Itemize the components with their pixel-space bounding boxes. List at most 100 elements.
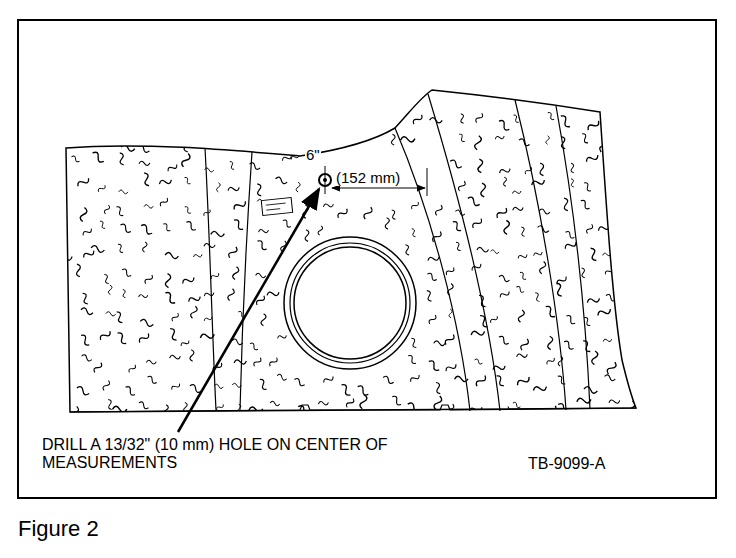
texture-mark	[359, 394, 367, 409]
texture-mark	[249, 342, 259, 351]
texture-mark	[382, 375, 395, 384]
texture-mark	[258, 228, 269, 234]
texture-mark	[434, 204, 443, 216]
texture-mark	[266, 290, 279, 298]
texture-mark	[119, 223, 132, 234]
texture-mark	[403, 244, 411, 256]
texture-mark	[498, 335, 510, 345]
texture-mark	[518, 310, 525, 323]
dimension-line	[332, 168, 427, 196]
texture-mark	[449, 159, 463, 169]
texture-mark	[108, 285, 112, 295]
texture-mark	[146, 375, 157, 384]
texture-mark	[606, 361, 618, 376]
texture-mark	[547, 336, 553, 350]
texture-mark	[390, 209, 398, 220]
texture-mark	[592, 351, 598, 365]
texture-mark	[182, 275, 196, 286]
texture-mark	[137, 144, 151, 154]
texture-mark	[76, 385, 91, 396]
texture-mark	[495, 206, 508, 220]
texture-mark	[162, 223, 172, 232]
texture-mark	[619, 264, 631, 276]
texture-mark	[50, 121, 56, 131]
texture-mark	[181, 153, 191, 168]
texture-mark	[410, 228, 417, 237]
texture-mark	[115, 331, 128, 345]
texture-mark	[128, 364, 137, 374]
texture-mark	[298, 116, 308, 124]
texture-mark	[92, 139, 106, 145]
texture-mark	[478, 314, 490, 328]
texture-mark	[138, 401, 150, 410]
texture-mark	[502, 177, 508, 187]
texture-mark	[625, 293, 637, 299]
texture-mark	[474, 358, 483, 365]
texture-mark	[251, 113, 264, 122]
texture-mark	[204, 291, 215, 298]
texture-mark	[479, 183, 487, 198]
texture-mark	[282, 219, 293, 229]
texture-mark	[586, 119, 600, 133]
texture-mark	[165, 273, 172, 287]
texture-mark	[270, 401, 280, 406]
texture-mark	[569, 178, 575, 187]
texture-mark	[434, 382, 443, 395]
texture-mark	[163, 132, 171, 145]
texture-mark	[497, 119, 511, 132]
texture-mark	[410, 201, 419, 211]
texture-mark	[491, 250, 500, 254]
texture-mark	[165, 252, 179, 259]
texture-mark	[58, 181, 68, 190]
texture-mark	[620, 242, 632, 251]
texture-mark	[427, 359, 441, 372]
texture-mark	[544, 404, 558, 418]
texture-mark	[477, 247, 489, 252]
texture-mark	[533, 292, 541, 302]
texture-mark	[569, 163, 576, 174]
texture-mark	[445, 362, 458, 373]
texture-mark	[336, 207, 348, 220]
texture-mark	[501, 406, 510, 418]
texture-mark	[345, 397, 355, 408]
texture-mark	[121, 268, 133, 278]
texture-mark	[467, 196, 481, 207]
texture-mark	[256, 273, 266, 278]
texture-mark	[276, 374, 287, 381]
texture-mark	[293, 377, 305, 386]
texture-mark	[475, 112, 484, 124]
texture-mark	[454, 241, 462, 251]
figure-code: TB-9099-A	[528, 455, 605, 473]
texture-mark	[565, 314, 577, 325]
texture-mark	[236, 112, 245, 123]
texture-mark	[474, 135, 482, 150]
texture-mark	[104, 204, 111, 214]
texture-mark	[80, 292, 90, 305]
texture-mark	[431, 230, 442, 243]
texture-mark	[93, 361, 103, 373]
texture-mark	[163, 405, 168, 416]
texture-mark	[82, 227, 93, 237]
texture-mark	[588, 247, 599, 262]
texture-mark	[564, 240, 578, 251]
texture-mark	[183, 206, 192, 215]
texture-mark	[556, 275, 568, 287]
texture-mark	[59, 202, 67, 214]
speaker-opening	[284, 237, 416, 369]
texture-mark	[81, 131, 95, 145]
texture-mark	[325, 108, 335, 119]
texture-mark	[278, 122, 289, 130]
texture-mark	[138, 293, 148, 299]
leader-line	[178, 189, 319, 432]
texture-mark	[268, 356, 278, 367]
texture-mark	[322, 375, 334, 385]
texture-mark	[445, 266, 455, 276]
texture-mark	[605, 179, 614, 185]
texture-mark	[60, 158, 68, 173]
texture-mark	[323, 202, 334, 209]
texture-mark	[81, 354, 93, 362]
texture-mark	[428, 314, 437, 325]
panel-creases	[205, 94, 590, 411]
texture-mark	[625, 226, 638, 236]
texture-mark	[159, 197, 169, 208]
